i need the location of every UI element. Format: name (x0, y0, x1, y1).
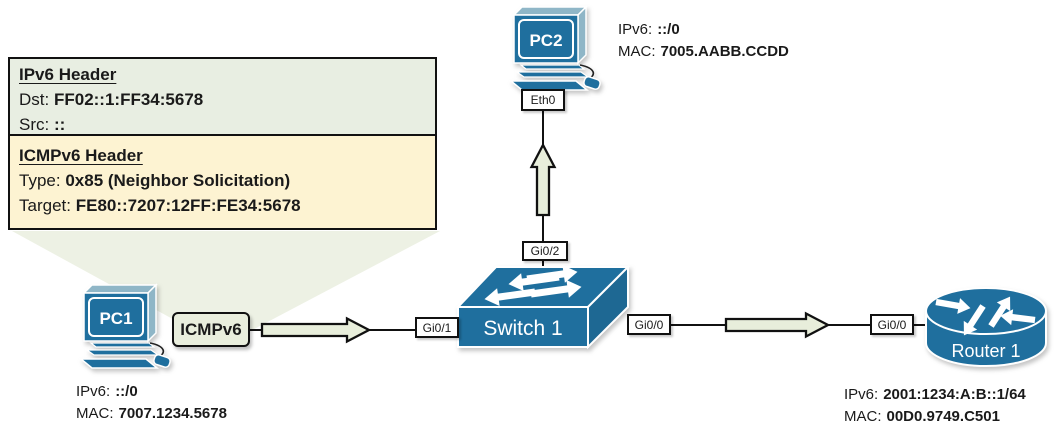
icmpv6-type-row: Type: 0x85 (Neighbor Solicitation) (19, 171, 291, 190)
port-label-switch-gi0-2: Gi0/2 (522, 241, 568, 261)
icmpv6-target-row: Target: FE80::7207:12FF:FE34:5678 (19, 196, 301, 215)
switch1-icon: Switch 1 (455, 262, 631, 350)
pc1-annotation: IPv6:::/0 MAC:7007.1234.5678 (76, 381, 227, 425)
icmpv6-header-section: ICMPv6 Header Type: 0x85 (Neighbor Solic… (8, 134, 437, 230)
port-label-switch-gi0-0: Gi0/0 (627, 314, 671, 335)
pc2-ipv6-line: IPv6:::/0 (618, 21, 680, 38)
ipv6-dst-row: Dst: FF02::1:FF34:5678 (19, 90, 204, 109)
ipv6-header-section: IPv6 Header Dst: FF02::1:FF34:5678 Src: … (8, 57, 437, 134)
router1-annotation: IPv6:2001:1234:A:B::1/64 MAC:00D0.9749.C… (844, 384, 1026, 428)
pc1-label: PC1 (99, 309, 132, 328)
pc2-label: PC2 (529, 31, 562, 50)
ipv6-header-title: IPv6 Header (19, 65, 117, 84)
flow-arrow-pc1-to-switch (260, 316, 372, 344)
pc1-ipv6-line: IPv6:::/0 (76, 383, 138, 400)
packet-header-callout: IPv6 Header Dst: FF02::1:FF34:5678 Src: … (8, 57, 437, 230)
router1-ipv6-line: IPv6:2001:1234:A:B::1/64 (844, 386, 1026, 403)
mouse-icon (153, 354, 171, 368)
flow-arrow-switch-to-router (724, 311, 831, 339)
router1-label: Router 1 (951, 341, 1020, 361)
pc2-annotation: IPv6:::/0 MAC:7005.AABB.CCDD (618, 19, 789, 63)
ipv6-src-row: Src: :: (19, 115, 66, 134)
mouse-icon (583, 76, 601, 90)
port-label-switch-gi0-1: Gi0/1 (415, 317, 459, 338)
pc1-icon: PC1 (78, 283, 171, 369)
icmpv6-packet-label: ICMPv6 (172, 312, 250, 347)
icmpv6-header-title: ICMPv6 Header (19, 146, 143, 165)
pc2-icon: PC2 (508, 5, 601, 91)
router1-icon: Router 1 (925, 287, 1047, 367)
flow-arrow-switch-to-pc2 (529, 142, 557, 217)
switch1-label: Switch 1 (483, 317, 562, 340)
router1-mac-line: MAC:00D0.9749.C501 (844, 408, 1000, 425)
port-label-router-gi0-0: Gi0/0 (870, 314, 914, 335)
port-label-pc2-eth0: Eth0 (521, 89, 565, 111)
callout-pointer (12, 231, 440, 346)
pc1-mac-line: MAC:7007.1234.5678 (76, 405, 227, 422)
pc2-mac-line: MAC:7005.AABB.CCDD (618, 43, 789, 60)
